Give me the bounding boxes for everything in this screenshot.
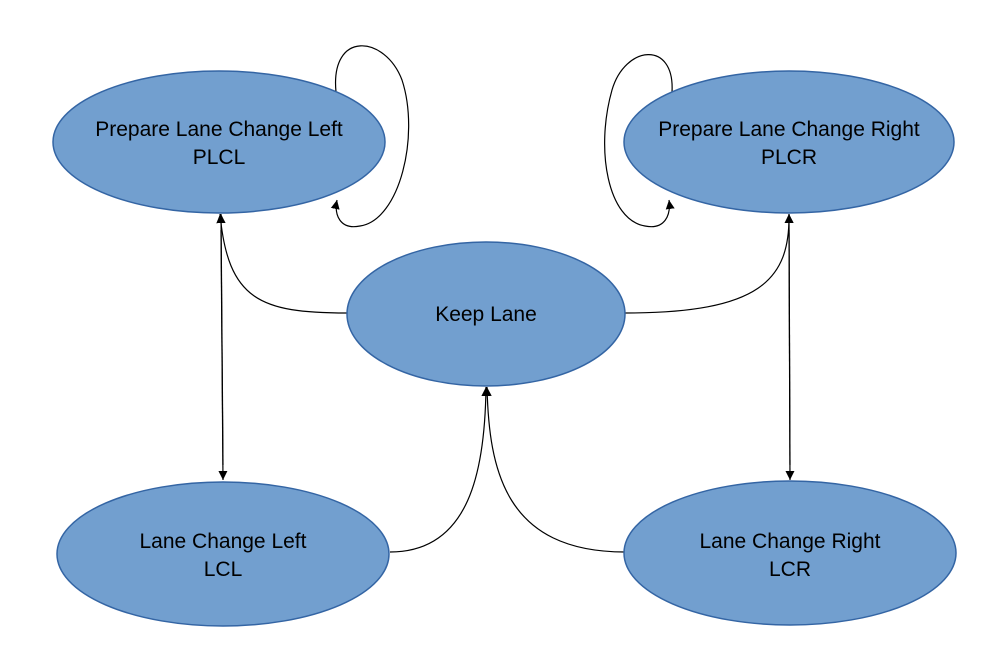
node-prepare-lane-change-left: Prepare Lane Change Left PLCL (52, 70, 386, 214)
node-lcr-abbrev: LCR (769, 558, 811, 581)
edge-lcr-to-keep-lane (482, 386, 626, 553)
node-plcl-abbrev: PLCL (193, 146, 246, 169)
node-plcr-title: Prepare Lane Change Right (658, 118, 920, 141)
edge-plcl-self-loop (330, 45, 410, 228)
node-plcr-abbrev: PLCR (761, 146, 817, 169)
node-keep-lane-title: Keep Lane (435, 303, 537, 326)
edge-keep-lane-to-plcl (216, 213, 348, 314)
node-lane-change-left: Lane Change Left LCL (56, 481, 390, 627)
edge-lcl-to-keep-lane (389, 386, 491, 553)
edge-lcr-to-plcr (784, 213, 794, 466)
node-keep-lane: Keep Lane (346, 241, 626, 387)
edge-keep-lane-to-plcr (624, 213, 794, 314)
node-lane-change-right: Lane Change Right LCR (623, 480, 957, 626)
node-lcr-title: Lane Change Right (700, 530, 881, 553)
node-lcl-title: Lane Change Left (140, 530, 307, 553)
edge-plcr-self-loop (604, 54, 675, 228)
node-lcl-abbrev: LCL (204, 558, 243, 581)
node-plcl-title: Prepare Lane Change Left (95, 118, 343, 141)
node-prepare-lane-change-right: Prepare Lane Change Right PLCR (623, 70, 955, 214)
edge-lcl-to-plcl (216, 213, 226, 466)
